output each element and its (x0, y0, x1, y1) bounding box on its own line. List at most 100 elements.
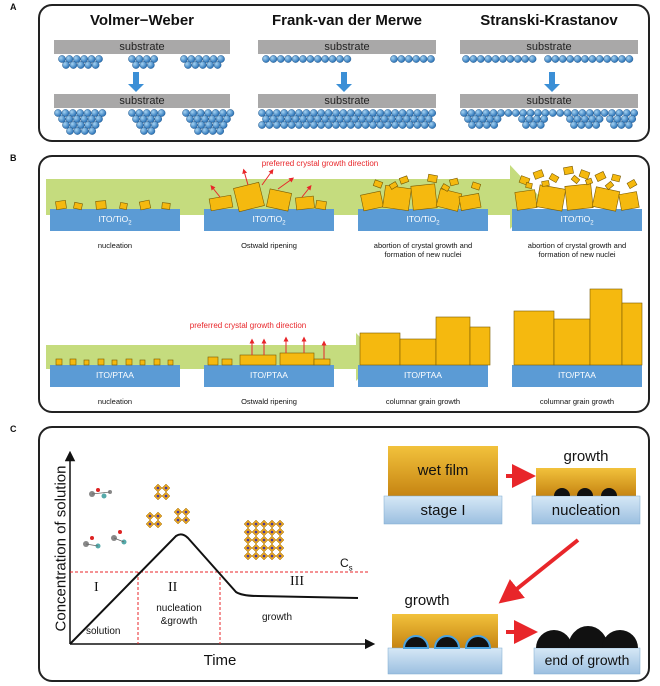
atom-bead (98, 109, 107, 117)
atom-bead (151, 121, 159, 129)
atom-bead (490, 121, 499, 129)
stage-caption-solution: solution (86, 626, 121, 637)
crystal-grain (295, 195, 315, 211)
atom-bead (132, 61, 140, 69)
atom-bead (306, 55, 315, 63)
atom-bead (128, 109, 136, 117)
atom-bead (548, 109, 557, 117)
stage-caption-nucleation: nucleation &growth (156, 603, 202, 627)
atom-bead (521, 55, 530, 63)
crystal-grain (382, 184, 412, 212)
crystal-grain (139, 359, 146, 366)
crystal-grain (535, 184, 567, 212)
crystal-grain (167, 359, 174, 366)
panel-b-graphic (46, 165, 643, 387)
atom-bead (476, 55, 485, 63)
crystal-grain (458, 193, 482, 211)
atom-bead (291, 55, 300, 63)
atom-bead (383, 109, 392, 117)
atom-bead (321, 55, 330, 63)
stage-I-numeral: I (94, 580, 99, 595)
atom-bead (211, 109, 220, 117)
atom-bead (187, 55, 196, 63)
atom-bead (618, 55, 626, 63)
atom-bead (91, 121, 100, 129)
substrate-tio2-1: ITO/TiO2 (98, 214, 132, 227)
crystal-grain (388, 181, 399, 190)
atom-bead (511, 109, 520, 117)
atom-bead (617, 121, 626, 129)
substrate-sk-top: substrate (460, 40, 638, 54)
atom-bead (625, 55, 634, 63)
crystal-grain (153, 358, 161, 366)
xlabel: Time (203, 652, 237, 669)
crystal-grain (564, 183, 594, 211)
atom-bead (350, 115, 359, 123)
atom-bead (204, 109, 212, 117)
substrate-ptaa-4: ITO/PTAA (558, 370, 596, 380)
atom-bead (551, 55, 560, 63)
panel-a: Volmer−Weber Frank-van der Merwe Stransk… (38, 4, 650, 142)
atom-bead (196, 109, 205, 117)
atom-bead (346, 121, 355, 129)
atom-bead (346, 109, 355, 117)
atom-bead (136, 121, 144, 129)
caption-bottom-4: columnar grain growth (539, 397, 615, 406)
crystal-grain (119, 202, 128, 210)
atom-bead (217, 55, 225, 63)
atom-bead (213, 61, 222, 69)
atom-bead (625, 121, 633, 129)
atom-bead (194, 55, 203, 63)
crystal-grain (239, 354, 277, 366)
atom-bead (397, 55, 406, 63)
atom-bead (83, 109, 92, 117)
crystal-grain (553, 318, 591, 366)
atom-bead (532, 115, 541, 123)
crystal-grain (359, 332, 401, 366)
atom-bead (180, 55, 188, 63)
atom-bead (197, 121, 206, 129)
atom-bead (544, 55, 552, 63)
crystal-grain (610, 173, 622, 183)
caption-bottom-3: columnar grain growth (385, 397, 461, 406)
crystal-grain (541, 180, 550, 187)
atom-bead (419, 55, 428, 63)
atom-bead (628, 115, 637, 123)
atom-bead (482, 121, 491, 129)
atom-bead (540, 115, 549, 123)
atom-bead (191, 61, 200, 69)
atom-bead (596, 55, 604, 63)
growth-label-2: growth (404, 592, 450, 609)
crystal-grain (95, 200, 107, 210)
crystal-grain (618, 191, 640, 211)
atom-bead (499, 55, 507, 63)
atom-bead (328, 55, 337, 63)
atom-bead (391, 121, 400, 129)
atom-bead (474, 109, 483, 117)
atom-bead (66, 127, 74, 135)
atom-bead (91, 109, 99, 117)
crystal-grain (138, 199, 152, 211)
atom-bead (506, 55, 515, 63)
atom-bead (223, 115, 231, 123)
panel-b-label: B (10, 153, 17, 163)
atom-bead (420, 121, 429, 129)
atom-bead (216, 127, 224, 135)
atom-bead (566, 55, 575, 63)
crystal-grain (570, 174, 581, 185)
stage-caption-growth: growth (262, 612, 293, 623)
atom-bead (193, 115, 202, 123)
atom-bead (139, 115, 148, 123)
atom-bead (62, 121, 70, 129)
atom-bead (284, 115, 292, 123)
crystal-grain (621, 302, 643, 366)
atom-bead (573, 55, 582, 63)
atom-bead (272, 109, 281, 117)
substrate-vw-top: substrate (54, 40, 230, 54)
atom-bead (469, 55, 478, 63)
atom-bead (135, 55, 144, 63)
atom-bead (420, 109, 429, 117)
nuclei (554, 488, 617, 496)
crystal-grain (313, 358, 331, 366)
atom-bead (132, 115, 140, 123)
